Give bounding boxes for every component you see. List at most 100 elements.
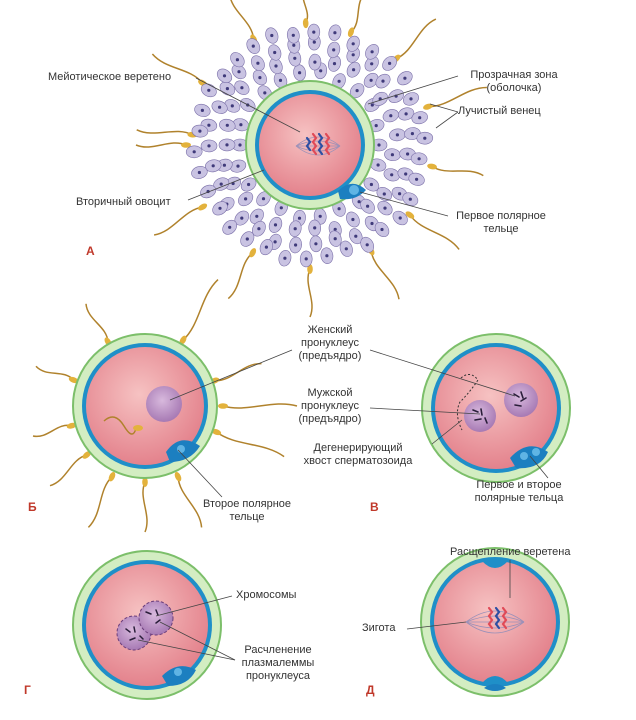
follicle-cell-nucleus: [244, 197, 248, 201]
follicle-cell-nucleus: [352, 68, 356, 72]
follicle-cell-nucleus: [390, 173, 394, 177]
sperm-tail: [307, 268, 313, 318]
leader-lines: [137, 75, 549, 661]
panel-b-illustration: [32, 279, 298, 533]
polar-body-nucleus: [520, 452, 528, 460]
follicle-cell-nucleus: [261, 197, 266, 201]
sperm-head: [142, 477, 148, 487]
follicle-cell-nucleus: [235, 58, 239, 62]
follicle-cell-nucleus: [333, 237, 337, 241]
label-line: тельце: [229, 511, 265, 523]
follicle-cell-nucleus: [222, 163, 226, 167]
follicle-cell-nucleus: [410, 132, 414, 136]
follicle-cell-nucleus: [417, 157, 421, 161]
label-line: тельце: [483, 223, 519, 235]
oocyte-cytoplasm: [86, 347, 204, 465]
female-pronucleus: [146, 386, 182, 422]
label-chromosomes: Хромосомы: [236, 589, 297, 601]
sperm-head: [405, 211, 415, 219]
follicle-cell-nucleus: [237, 70, 241, 74]
sperm-tail: [215, 431, 285, 458]
label-line: (оболочка): [486, 82, 542, 94]
label-line: Первое полярное: [456, 210, 546, 222]
sperm-head: [181, 142, 191, 148]
follicle-cell-nucleus: [270, 33, 274, 38]
follicle-cell-nucleus: [230, 104, 234, 108]
follicle-cell-nucleus: [273, 223, 278, 227]
chromosomes: [305, 132, 331, 156]
follicle-cell-nucleus: [312, 40, 316, 44]
sperm-tail: [427, 86, 487, 108]
follicle-cell-nucleus: [225, 87, 229, 91]
label-line: плазмалеммы: [241, 657, 315, 669]
chromatin: [472, 391, 527, 424]
label-first-second-polar-bodies: Первое и второе полярные тельца: [454, 479, 584, 505]
follicle-cell-nucleus: [293, 56, 297, 60]
label-zygote: Зигота: [362, 622, 396, 634]
sperm-head: [66, 422, 77, 429]
follicle-cell-nucleus: [366, 204, 370, 208]
female-pronucleus: [504, 383, 538, 417]
follicle-cell-nucleus: [370, 103, 374, 107]
label-line: пронуклеус: [301, 337, 359, 349]
follicle-cell-nucleus: [218, 105, 222, 109]
follicle-cell-nucleus: [333, 31, 337, 35]
label-line: (предъядро): [298, 413, 362, 425]
follicle-cell-nucleus: [228, 225, 232, 229]
follicle-cell-nucleus: [279, 206, 283, 210]
follicle-cell-nucleus: [377, 143, 381, 147]
follicle-cell-nucleus: [370, 221, 374, 226]
label-secondary-oocyte: Вторичный овоцит: [76, 196, 171, 208]
follicle-cell-nucleus: [351, 53, 355, 57]
label-line: Мужской: [307, 387, 353, 399]
follicle-cell-nucleus: [370, 50, 374, 54]
label-line: полярные тельца: [474, 492, 564, 504]
follicle-cell-nucleus: [293, 227, 297, 231]
follicle-cell-nucleus: [273, 240, 277, 244]
polar-body: [162, 666, 196, 686]
follicle-cell-nucleus: [418, 116, 422, 120]
follicle-cell-nucleus: [333, 227, 337, 231]
label-line: Дегенерирующий: [313, 442, 403, 454]
sperm-head: [198, 203, 208, 211]
follicle-cell-nucleus: [255, 214, 259, 218]
follicle-cell-nucleus: [409, 97, 413, 101]
follicle-cell-nucleus: [357, 200, 361, 204]
follicle-cell-nucleus: [273, 50, 277, 55]
follicle-cell-nucleus: [197, 170, 201, 175]
sperm-head: [211, 428, 222, 436]
oocyte-cytoplasm: [435, 347, 557, 469]
follicle-cell-nucleus: [408, 197, 412, 201]
polar-body: [484, 684, 506, 691]
panel-label-d: Д: [366, 683, 375, 697]
follicle-cell-nucleus: [314, 242, 318, 246]
follicle-cell-nucleus: [291, 33, 295, 37]
follicle-cell-nucleus: [304, 257, 308, 261]
follicle-cell-nucleus: [398, 192, 402, 196]
follicle-cell-nucleus: [390, 153, 394, 157]
chromosomes: [487, 606, 508, 630]
follicle-cell-nucleus: [298, 71, 302, 75]
follicle-cell-nucleus: [395, 133, 399, 137]
sperm-tail: [32, 424, 72, 438]
label-line: Расчленение: [244, 644, 312, 656]
follicle-cell-nucleus: [274, 64, 278, 68]
sperm-tail: [136, 129, 193, 136]
follicle-cell-nucleus: [256, 61, 260, 65]
follicle-cell-nucleus: [236, 164, 240, 168]
polar-body-nucleus: [174, 668, 182, 676]
follicle-cell-nucleus: [415, 177, 419, 181]
follicle-cell-nucleus: [381, 79, 385, 83]
follicle-cell-nucleus: [283, 256, 287, 260]
follicle-cell-nucleus: [403, 76, 407, 80]
sperm-head: [179, 335, 187, 345]
sperm-head: [249, 248, 257, 258]
follicle-cell-nucleus: [312, 30, 316, 34]
label-line: хвост сперматозоида: [303, 455, 413, 467]
label-meiotic-spindle: Мейотическое веретено: [48, 71, 172, 83]
panel-v-illustration: [421, 333, 571, 483]
entering-sperm-head: [133, 425, 143, 431]
follicle-cell-nucleus: [225, 143, 229, 147]
